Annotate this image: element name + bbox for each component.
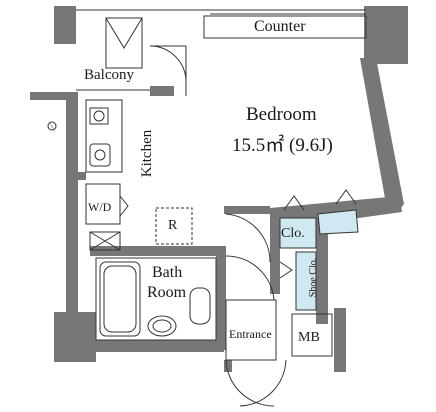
pillar-top-right (364, 6, 408, 64)
washer-door-mark (119, 195, 129, 217)
closet-box (279, 217, 317, 249)
balcony-door-swing (149, 45, 187, 83)
label-counter: Counter (254, 18, 306, 35)
toilet (189, 287, 211, 325)
wall-balcony (150, 86, 174, 96)
counter-box (203, 15, 367, 39)
stove-burner-icon (93, 110, 105, 122)
label-entrance: Entrance (229, 327, 272, 341)
closet-door-mark-b (335, 189, 357, 205)
refrigerator-box (155, 207, 193, 245)
kitchen-counter (85, 99, 123, 173)
entrance-door-swing (225, 359, 275, 407)
north-arrow-icon (47, 120, 57, 134)
stove (89, 107, 109, 125)
bathroom-door-swing (225, 255, 275, 301)
label-room: Room (147, 284, 187, 301)
label-refrigerator: R (168, 218, 178, 233)
wall-entrance-bottom (224, 360, 232, 372)
label-closet: Clo. (281, 226, 305, 241)
washer-box (85, 183, 121, 225)
wash-basin-inner (152, 319, 172, 333)
label-kitchen: Kitchen (139, 129, 156, 178)
label-bedroom: Bedroom (246, 104, 317, 125)
bedroom-door-swing (225, 213, 271, 263)
bathtub-inner (103, 265, 137, 333)
shoe-closet-mark (279, 261, 293, 279)
wall-closet-left (270, 214, 280, 294)
wall-left (66, 100, 78, 312)
pillar-top-left (54, 6, 76, 44)
pillar-bottom-left (54, 312, 96, 362)
balcony-unit-mark (105, 17, 143, 49)
wall-bath-top (90, 246, 224, 256)
storage-x-box (89, 231, 121, 251)
label-shoe-closet: Shoe Clo. (308, 257, 320, 298)
entrance-door-swing-b (239, 359, 287, 407)
balcony-unit (105, 17, 143, 69)
wall-shoe-right (316, 214, 328, 324)
closet-extension (317, 209, 359, 235)
wall-kitchen-bottom (78, 172, 86, 180)
shoe-closet-box (295, 251, 317, 311)
outlines (76, 9, 367, 407)
label-bath: Bath (152, 264, 183, 281)
sink-drain-icon (94, 149, 106, 161)
closet-door-mark-a (283, 195, 305, 211)
wall-closet-top (270, 196, 402, 222)
storage-x-b (89, 231, 121, 251)
wall-right (360, 58, 404, 212)
label-balcony: Balcony (84, 67, 134, 83)
wall-mb-right (334, 308, 346, 372)
walls (30, 6, 408, 372)
wall-left-stub (30, 92, 78, 100)
wall-bedroom-bottom (224, 206, 270, 214)
wall-bath-right (216, 246, 226, 350)
entrance-outline (225, 299, 277, 361)
wash-basin (147, 315, 177, 337)
label-washer: W/D (88, 200, 112, 214)
meter-box (291, 313, 333, 357)
sink (89, 143, 111, 167)
label-meter-box: MB (298, 330, 320, 345)
bath-room-outline (95, 257, 217, 341)
wall-bath-bottom (92, 340, 224, 352)
label-bedroom-area: 15.5㎡ (9.6J) (232, 135, 333, 156)
bathtub (99, 261, 141, 337)
